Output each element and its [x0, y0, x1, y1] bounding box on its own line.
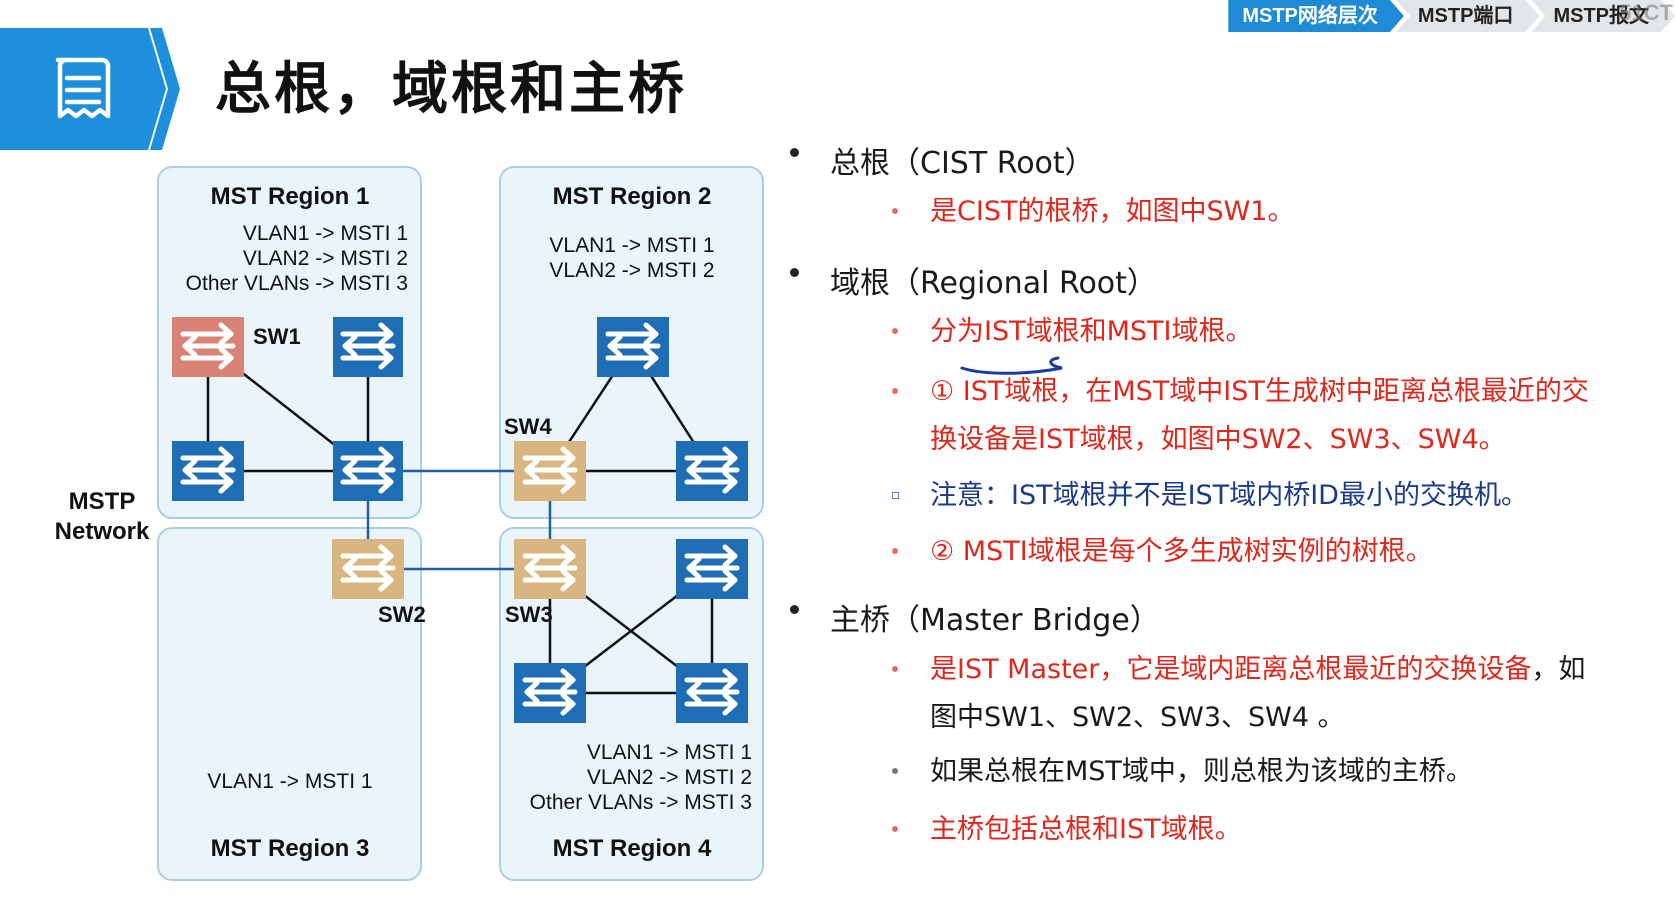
item-text-line2: 图中SW1、SW2、SW3、SW4 。: [930, 702, 1345, 733]
item-text: 主桥包括总根和IST域根。: [930, 814, 1242, 845]
region-1-mappings: VLAN1 -> MSTI 1 VLAN2 -> MSTI 2 Other VL…: [186, 222, 408, 295]
region-1-title: MST Region 1: [211, 183, 370, 210]
regional-root-item-3: ② MSTI域根是每个多生成树实例的树根。: [892, 528, 1630, 576]
item-text-line2: 换设备是IST域根，如图中SW2、SW3、SW4。: [930, 424, 1506, 455]
item-text: 如果总根在MST域中，则总根为该域的主桥。: [930, 756, 1473, 787]
mapping-text: VLAN2 -> MSTI 2: [549, 259, 714, 282]
region-4-mappings: VLAN1 -> MSTI 1 VLAN2 -> MSTI 2 Other VL…: [530, 741, 752, 814]
switch-label-sw4: SW4: [504, 414, 552, 439]
region-3-box: [157, 527, 422, 881]
bullet-dot: [790, 605, 799, 614]
bullet-marker: [892, 492, 899, 499]
mapping-text: Other VLANs -> MSTI 3: [530, 791, 752, 814]
item-text-red: 是IST Master，它是域内距离总根最近的交换设备: [930, 654, 1532, 685]
header-badge: [0, 28, 180, 150]
switch-r4-top-right[interactable]: [676, 539, 748, 599]
bullet-dot: [790, 268, 799, 277]
switch-r2-top[interactable]: [597, 317, 669, 377]
heading-text: 域根（Regional Root）: [830, 266, 1157, 301]
regional-root-note: 注意：IST域根并不是IST域内桥ID最小的交换机。: [892, 472, 1630, 520]
switch-label-sw2: SW2: [378, 602, 426, 627]
switch-sw1-root[interactable]: [172, 317, 244, 377]
region-1-box: [157, 166, 422, 519]
document-icon: [55, 57, 111, 119]
item-text: 分为IST域根和MSTI域根。: [930, 316, 1253, 347]
mapping-text: VLAN1 -> MSTI 1: [549, 234, 714, 257]
item-text-line1: ① IST域根，在MST域中IST生成树中距离总根最近的交: [930, 376, 1589, 407]
switch-r1-bottom-right[interactable]: [333, 441, 403, 501]
bullet-marker: [892, 768, 898, 774]
mstp-topology-diagram: MST Region 1 MST Region 2 MST Region 3 M…: [55, 166, 764, 881]
network-label-line1: MSTP: [69, 488, 136, 515]
region-2-title: MST Region 2: [553, 183, 712, 210]
region-4-title: MST Region 4: [553, 835, 712, 862]
switch-sw2[interactable]: [332, 539, 404, 599]
region-3-title: MST Region 3: [211, 835, 370, 862]
network-label-line2: Network: [55, 518, 150, 545]
mapping-text: VLAN1 -> MSTI 1: [243, 222, 408, 245]
switch-r2-bottom-right[interactable]: [676, 441, 748, 501]
handwritten-underline: [960, 356, 1063, 375]
region-2-mappings: VLAN1 -> MSTI 1 VLAN2 -> MSTI 2: [549, 234, 714, 282]
switch-label-sw3: SW3: [505, 602, 553, 627]
bullet-marker: [892, 548, 898, 554]
bullet-dot: [790, 148, 799, 157]
bullet-marker: [892, 388, 898, 394]
switch-r1-bottom-left[interactable]: [172, 441, 244, 501]
bullet-marker: [892, 826, 898, 832]
mapping-text: Other VLANs -> MSTI 3: [186, 272, 408, 295]
switch-r1-top-right[interactable]: [333, 317, 403, 377]
regional-root-item-2: ① IST域根，在MST域中IST生成树中距离总根最近的交 换设备是IST域根，…: [892, 368, 1630, 464]
breadcrumb-item-ports[interactable]: MSTP端口: [1396, 0, 1540, 32]
master-bridge-item-2: 如果总根在MST域中，则总根为该域的主桥。: [892, 748, 1630, 796]
master-bridge-item-3: 主桥包括总根和IST域根。: [892, 806, 1630, 854]
master-bridge-item-1: 是IST Master，它是域内距离总根最近的交换设备，如 图中SW1、SW2、…: [892, 646, 1630, 742]
breadcrumb: MSTP网络层次 MSTP端口 MSTP报文: [1236, 0, 1675, 32]
region-4-box: [499, 527, 764, 881]
switch-r4-bottom-right[interactable]: [676, 663, 748, 723]
switch-sw4[interactable]: [514, 441, 586, 501]
breadcrumb-item-network-layers[interactable]: MSTP网络层次: [1228, 0, 1404, 32]
mapping-text: VLAN1 -> MSTI 1: [207, 770, 372, 793]
watermark: 51CT: [1619, 0, 1673, 25]
mapping-text: VLAN2 -> MSTI 2: [243, 247, 408, 270]
heading-cist-root: 总根（CIST Root）: [790, 138, 1095, 182]
item-text: 注意：IST域根并不是IST域内桥ID最小的交换机。: [930, 480, 1528, 511]
mapping-text: VLAN2 -> MSTI 2: [587, 766, 752, 789]
switch-label-sw1: SW1: [253, 324, 301, 349]
item-text: 是CIST的根桥，如图中SW1。: [930, 196, 1295, 227]
bullet-marker: [892, 328, 898, 334]
switch-r4-bottom-left[interactable]: [514, 663, 586, 723]
switch-sw3[interactable]: [514, 539, 586, 599]
heading-text: 总根（CIST Root）: [830, 146, 1095, 181]
mapping-text: VLAN1 -> MSTI 1: [587, 741, 752, 764]
bullet-marker: [892, 208, 898, 214]
cist-root-item: 是CIST的根桥，如图中SW1。: [892, 188, 1630, 236]
heading-regional-root: 域根（Regional Root）: [790, 258, 1157, 302]
bullet-marker: [892, 666, 898, 672]
heading-master-bridge: 主桥（Master Bridge）: [790, 595, 1160, 639]
regional-root-item-1: 分为IST域根和MSTI域根。: [892, 308, 1630, 356]
page-title: 总根，域根和主桥: [215, 57, 687, 122]
region-3-mappings: VLAN1 -> MSTI 1: [207, 770, 372, 793]
item-text: ② MSTI域根是每个多生成树实例的树根。: [930, 536, 1433, 567]
item-text-black: ，如: [1531, 654, 1586, 685]
breadcrumb-item-packets[interactable]: MSTP报文: [1531, 0, 1675, 32]
heading-text: 主桥（Master Bridge）: [830, 603, 1160, 638]
